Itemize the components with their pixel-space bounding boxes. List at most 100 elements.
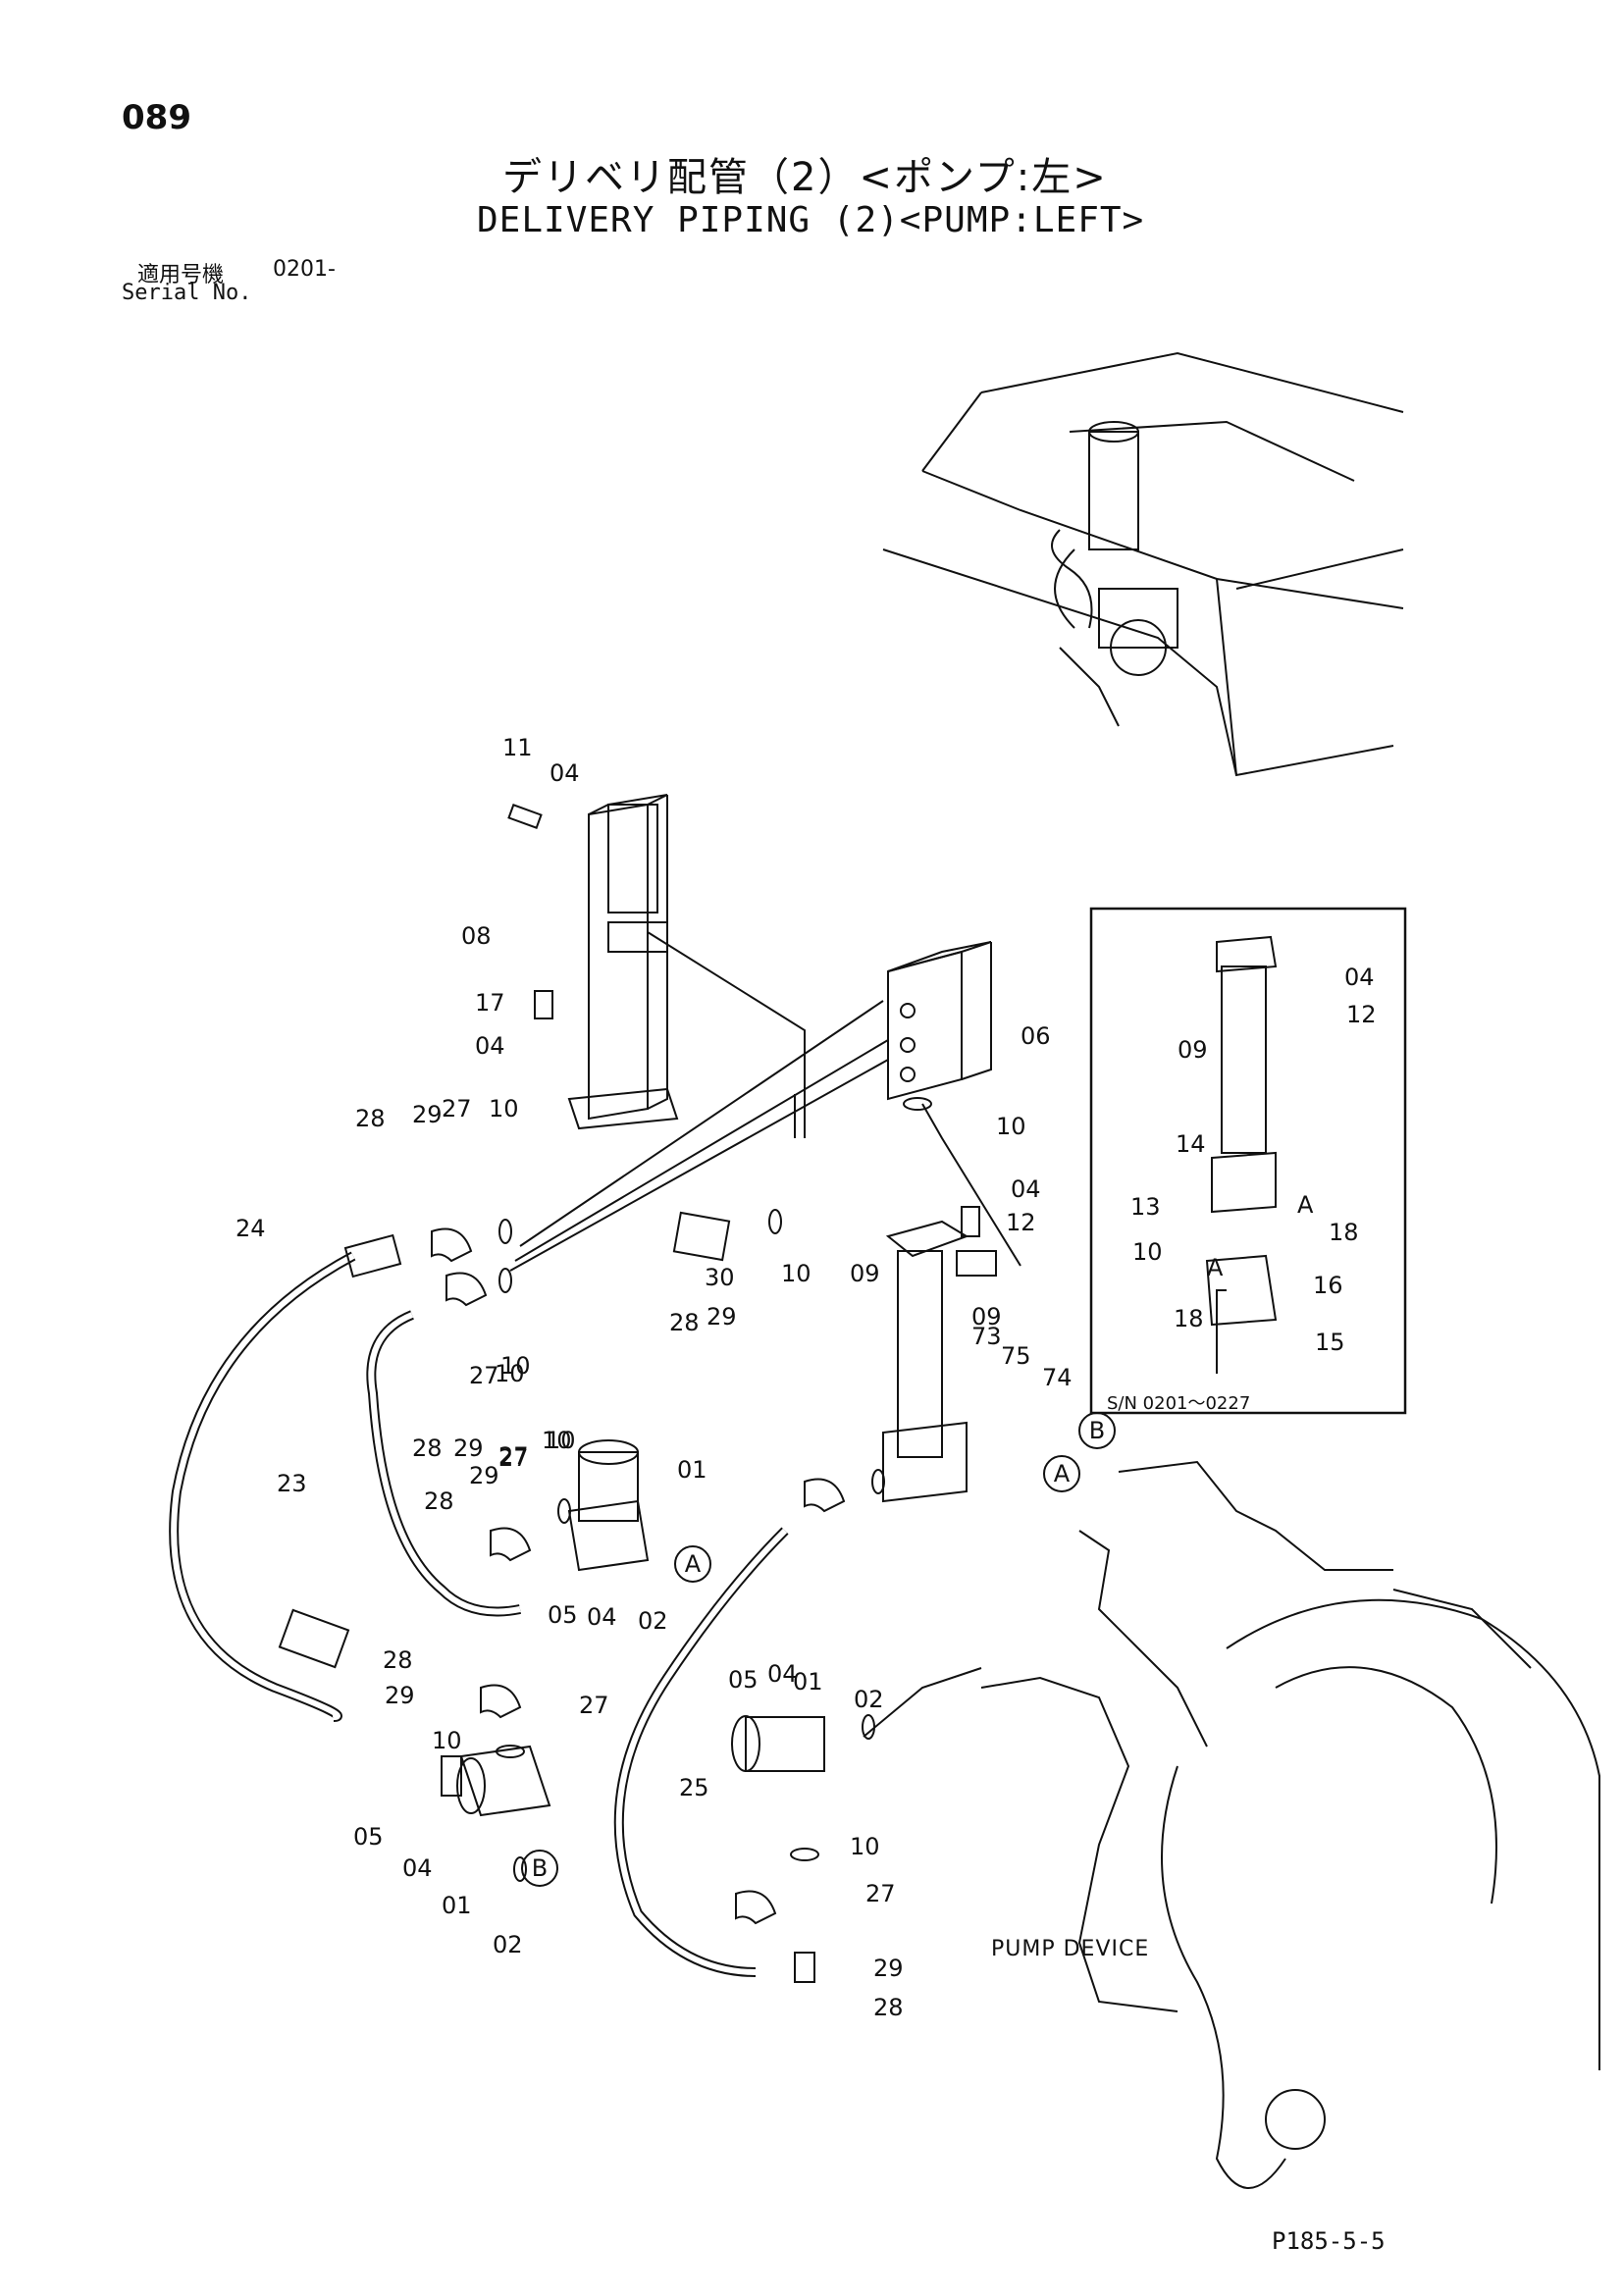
callout-label: 29 bbox=[453, 1435, 484, 1462]
callout-label: 24 bbox=[236, 1215, 266, 1242]
callout-label: A bbox=[1207, 1254, 1224, 1281]
callout-label: 08 bbox=[461, 922, 492, 950]
callout-label: 10 bbox=[781, 1260, 812, 1287]
callout-label: 29 bbox=[412, 1101, 443, 1128]
callout-label: 29 bbox=[469, 1462, 499, 1489]
bracket-08 bbox=[567, 794, 679, 1130]
drawing-lines bbox=[169, 351, 1600, 2189]
callout-label: 10 bbox=[850, 1833, 880, 1860]
callout-label: 02 bbox=[638, 1607, 668, 1635]
hose-25 bbox=[613, 1527, 789, 1977]
circle-reference: A bbox=[1043, 1455, 1080, 1492]
callout-label: 23 bbox=[277, 1470, 307, 1497]
callout-label: 27 bbox=[865, 1880, 896, 1907]
pipe-09 bbox=[882, 1103, 1021, 1503]
callout-label: 01 bbox=[442, 1892, 472, 1919]
callout-label: 06 bbox=[1021, 1022, 1051, 1050]
circle-reference-label: A bbox=[1054, 1460, 1071, 1487]
callout-label: 02 bbox=[854, 1686, 884, 1713]
callout-label: 73 bbox=[971, 1323, 1002, 1350]
callout-label: 28 bbox=[412, 1435, 443, 1462]
callout-label: 28 bbox=[383, 1646, 413, 1674]
callout-label: 09 bbox=[850, 1260, 880, 1287]
callout-label: 09 bbox=[971, 1303, 1002, 1331]
callout-label: 04 bbox=[1011, 1175, 1041, 1203]
callout-label: 27 bbox=[469, 1362, 499, 1389]
fittings-01 bbox=[456, 1439, 825, 1817]
machine-overview bbox=[882, 351, 1404, 777]
hose-23 bbox=[366, 1310, 521, 1617]
callout-label: 27 bbox=[442, 1095, 472, 1122]
flange-halves-27 bbox=[431, 1227, 846, 1925]
callout-label: 27 bbox=[498, 1442, 529, 1470]
page-code: P185-5-5 bbox=[1272, 2227, 1386, 2255]
callout-label: 29 bbox=[385, 1682, 415, 1709]
page-number: 089 bbox=[122, 98, 191, 137]
callout-label: 13 bbox=[1130, 1193, 1161, 1221]
callout-label: 11 bbox=[502, 734, 533, 761]
callout-label: 04 bbox=[587, 1603, 617, 1631]
callout-label: 10 bbox=[1132, 1238, 1163, 1266]
pump-device-label: PUMP DEVICE bbox=[991, 1937, 1150, 1961]
bolts-and-o-rings bbox=[441, 804, 997, 1983]
callout-label: 10 bbox=[542, 1427, 572, 1454]
title-english: DELIVERY PIPING (2)<PUMP:LEFT> bbox=[477, 200, 1145, 240]
hose-24 bbox=[169, 1233, 402, 1722]
callout-label: 28 bbox=[669, 1309, 700, 1336]
circle-reference: A bbox=[674, 1545, 711, 1583]
callout-label: 27 bbox=[579, 1692, 609, 1719]
callout-label: 12 bbox=[1006, 1209, 1036, 1236]
callout-label: 27 bbox=[498, 1444, 529, 1472]
callout-label: 05 bbox=[353, 1823, 384, 1851]
callout-label: 10 bbox=[432, 1727, 462, 1754]
circle-reference: B bbox=[1078, 1412, 1116, 1449]
callout-label: 16 bbox=[1313, 1272, 1343, 1299]
callout-label: A bbox=[1297, 1191, 1314, 1219]
callout-label: 28 bbox=[873, 1994, 904, 2021]
circle-reference-label: B bbox=[1089, 1417, 1105, 1444]
callout-label: 28 bbox=[424, 1487, 454, 1515]
callout-label: 04 bbox=[767, 1660, 798, 1688]
callout-label: 10 bbox=[495, 1360, 525, 1387]
callout-label: 74 bbox=[1042, 1364, 1073, 1391]
callout-label: 10 bbox=[500, 1352, 531, 1380]
circle-reference: B bbox=[521, 1850, 558, 1887]
callout-label: 18 bbox=[1329, 1219, 1359, 1246]
callout-label: 09 bbox=[1178, 1036, 1208, 1064]
callout-label: 10 bbox=[546, 1427, 576, 1454]
serial-label-japanese: 適用号機 bbox=[137, 263, 225, 287]
callout-label: 29 bbox=[873, 1955, 904, 1982]
serial-value: 0201- bbox=[273, 257, 336, 282]
callout-label: 10 bbox=[996, 1113, 1026, 1140]
callout-label: 04 bbox=[475, 1032, 505, 1060]
callout-label: 18 bbox=[1174, 1305, 1204, 1332]
callout-label: 17 bbox=[475, 989, 505, 1017]
callout-label: 04 bbox=[402, 1854, 433, 1882]
circle-reference-label: A bbox=[685, 1550, 702, 1578]
connecting-lines bbox=[509, 931, 982, 1738]
callout-label: 15 bbox=[1315, 1329, 1345, 1356]
circle-reference-label: B bbox=[532, 1854, 548, 1882]
callout-label: 14 bbox=[1176, 1130, 1206, 1158]
inset-box bbox=[1089, 907, 1407, 1415]
inset-serial-note: S/N 0201～0227 bbox=[1107, 1393, 1251, 1414]
callout-label: 04 bbox=[1344, 964, 1375, 991]
callout-label: 30 bbox=[705, 1264, 735, 1291]
block-06 bbox=[887, 941, 992, 1101]
callout-label: 05 bbox=[548, 1601, 578, 1629]
callout-label: 04 bbox=[550, 759, 580, 787]
callout-label: 01 bbox=[793, 1668, 823, 1696]
callout-label: 12 bbox=[1346, 1001, 1377, 1028]
pump-device bbox=[980, 1460, 1600, 2189]
callout-label: 02 bbox=[493, 1931, 523, 1958]
title-japanese: デリベリ配管（2）<ポンプ:左> bbox=[502, 155, 1108, 200]
callout-label: 05 bbox=[728, 1666, 759, 1694]
callout-label: 10 bbox=[489, 1095, 519, 1122]
callout-label: 29 bbox=[707, 1303, 737, 1331]
callout-label: 25 bbox=[679, 1774, 709, 1801]
callout-label: 75 bbox=[1001, 1342, 1031, 1370]
callout-label: 28 bbox=[355, 1105, 386, 1132]
